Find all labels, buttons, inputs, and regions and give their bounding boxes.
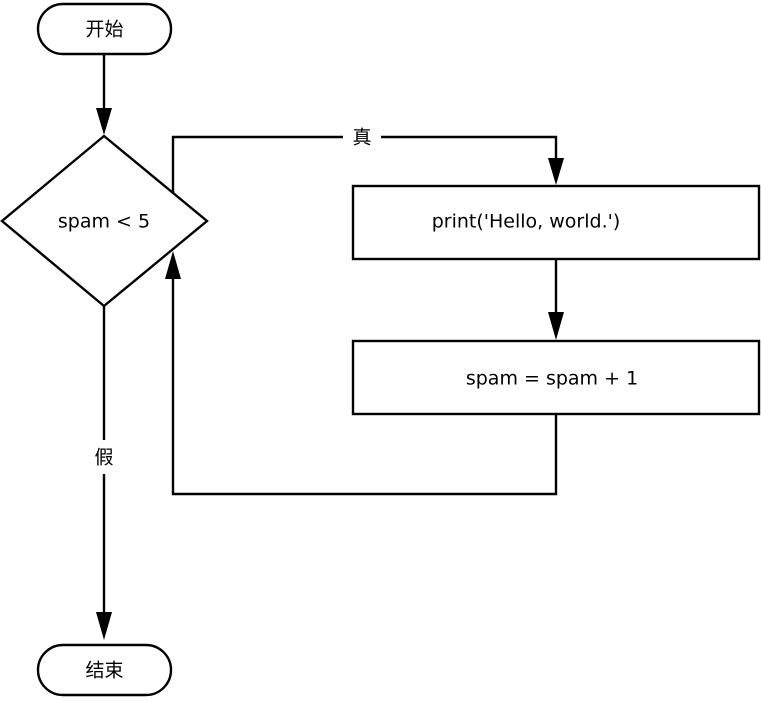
true-branch-label: 真 <box>352 127 371 149</box>
edge-print-to-increment <box>548 259 564 340</box>
arrowhead-up <box>165 251 181 279</box>
condition-node: spam < 5 <box>0 134 209 308</box>
start-node: 开始 <box>36 2 173 56</box>
increment-node: spam = spam + 1 <box>351 339 761 416</box>
print-step-label: print('Hello, world.') <box>432 211 621 233</box>
end-label: 结束 <box>85 660 123 682</box>
edge-true-branch: 真 <box>171 122 564 193</box>
edge-start-to-condition <box>96 54 112 135</box>
increment-label: spam = spam + 1 <box>466 368 638 390</box>
arrowhead-down <box>548 312 564 340</box>
end-node: 结束 <box>36 643 173 697</box>
edge-false-branch: 假 <box>88 306 122 640</box>
print-step-node: print('Hello, world.') <box>351 184 761 261</box>
edge-loop-back <box>165 251 558 496</box>
arrowhead-down <box>96 612 112 640</box>
false-branch-label: 假 <box>94 447 113 469</box>
arrowhead-down <box>96 108 112 135</box>
arrowhead-down <box>548 158 564 185</box>
start-label: 开始 <box>85 19 123 41</box>
condition-label: spam < 5 <box>58 211 150 233</box>
